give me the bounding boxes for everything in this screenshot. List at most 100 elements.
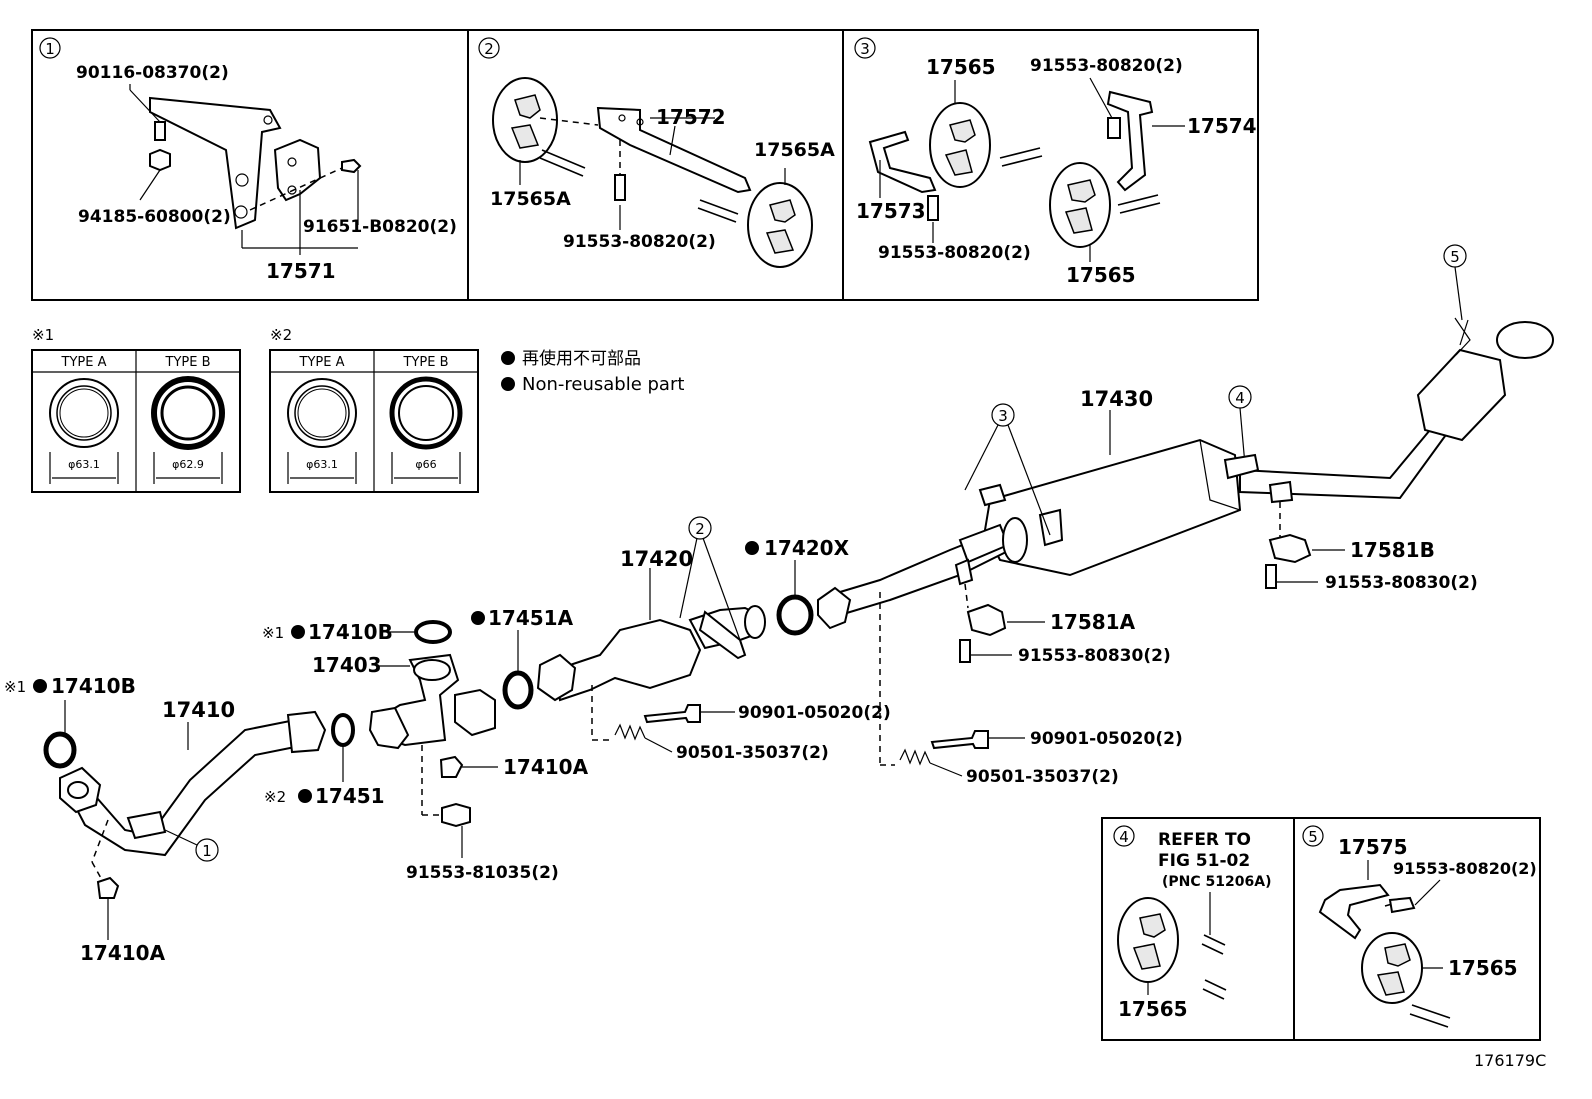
mark-17410b-left: ※1 bbox=[4, 678, 26, 696]
bolt-91553-d3-right bbox=[1107, 117, 1121, 139]
figure-id: 176179C bbox=[1474, 1051, 1546, 1070]
bracket-17571 bbox=[149, 96, 282, 230]
detail-5: 5 17575 91553-80820(2) 17565 bbox=[1302, 825, 1537, 1028]
gasket-17451a bbox=[502, 670, 534, 710]
label-17571: 17571 bbox=[266, 259, 336, 283]
label-17451: 17451 bbox=[315, 784, 385, 808]
label-17565a-left: 17565A bbox=[490, 188, 571, 210]
gasket-17410b-top bbox=[414, 620, 452, 644]
detail-4-refer-3: (PNC 51206A) bbox=[1162, 874, 1271, 890]
label-17410: 17410 bbox=[162, 698, 235, 722]
gasket-table-2: ※2 TYPE A TYPE B φ63.1 φ66 bbox=[269, 326, 479, 493]
mark-17410b-top: ※1 bbox=[262, 624, 284, 642]
callout-4-main: 4 bbox=[1235, 389, 1245, 407]
rubber-mount-17565-d3-top bbox=[929, 102, 991, 188]
bolt-91553-d2 bbox=[614, 174, 626, 201]
legend-en: Non-reusable part bbox=[522, 374, 684, 395]
bolt-17581b bbox=[1265, 564, 1277, 589]
hanger-rod-17575 bbox=[1318, 883, 1390, 940]
label-91553-80830-b: 91553-80830(2) bbox=[1325, 573, 1478, 593]
center-pipe-flange bbox=[817, 586, 852, 630]
gasket-type-b-icon bbox=[151, 376, 225, 450]
nut-17410a-mid bbox=[439, 755, 464, 778]
detail-2-number: 2 bbox=[484, 40, 494, 58]
hanger-17571 bbox=[273, 138, 322, 202]
detail-5-number: 5 bbox=[1308, 828, 1318, 846]
gasket-table-1-type-b: TYPE B bbox=[165, 355, 211, 370]
label-17581a: 17581A bbox=[1050, 610, 1136, 634]
bolt-91553-d3-left bbox=[927, 195, 939, 221]
rubber-mount-17565-d4 bbox=[1117, 897, 1179, 983]
label-17403: 17403 bbox=[312, 653, 382, 677]
label-90901-a: 90901-05020(2) bbox=[738, 703, 891, 723]
bolt-90901-b bbox=[930, 730, 989, 750]
callout-2-main: 2 bbox=[695, 520, 705, 538]
label-91553-80830-a: 91553-80830(2) bbox=[1018, 646, 1171, 666]
detail-1-number: 1 bbox=[45, 40, 55, 58]
rubber-mount-17565a-left bbox=[492, 77, 558, 163]
non-reusable-17420x-icon bbox=[745, 541, 759, 555]
nut-94185 bbox=[149, 148, 171, 172]
gasket-type-b-icon-2 bbox=[389, 376, 463, 450]
hanger-rod-17574 bbox=[1106, 90, 1154, 192]
gasket-type-a-icon bbox=[49, 378, 119, 448]
bolt-90901-a bbox=[643, 704, 701, 724]
detail-3-number: 3 bbox=[860, 40, 870, 58]
gasket-table-2-dim-b: φ66 bbox=[415, 458, 436, 471]
label-91553-d3-left: 91553-80820(2) bbox=[878, 243, 1031, 263]
gasket-table-1-mark: ※1 bbox=[32, 326, 54, 344]
non-reusable-mark-icon bbox=[501, 351, 515, 365]
legend-ja: 再使用不可部品 bbox=[522, 348, 641, 369]
gasket-table-1-type-a: TYPE A bbox=[61, 355, 107, 370]
label-17575: 17575 bbox=[1338, 835, 1408, 859]
detail-4: 4 REFER TO FIG 51-02 (PNC 51206A) 17565 bbox=[1113, 825, 1271, 1021]
label-91553-d5: 91553-80820(2) bbox=[1393, 859, 1537, 878]
detail-4-refer-1: REFER TO bbox=[1158, 830, 1251, 850]
label-17565a-right: 17565A bbox=[754, 139, 835, 161]
rubber-mount-17565-d3-bottom bbox=[1049, 162, 1111, 248]
label-91553-d2: 91553-80820(2) bbox=[563, 232, 716, 252]
bolt-91651 bbox=[341, 158, 362, 174]
label-17565-d5: 17565 bbox=[1448, 956, 1518, 980]
gasket-table-2-mark: ※2 bbox=[270, 326, 292, 344]
non-reusable-17451-icon bbox=[298, 789, 312, 803]
label-94185: 94185-60800(2) bbox=[78, 207, 231, 227]
catalytic-converter-17420 bbox=[553, 618, 702, 702]
label-91553-d3-right: 91553-80820(2) bbox=[1030, 56, 1183, 76]
non-reusable-mark-icon-2 bbox=[501, 377, 515, 391]
gasket-17410b-left bbox=[43, 731, 77, 769]
bolt-91553-81035 bbox=[441, 802, 471, 828]
detail-box-5 bbox=[1293, 817, 1541, 1041]
label-17430: 17430 bbox=[1080, 387, 1153, 411]
legend: 再使用不可部品 Non-reusable part bbox=[501, 348, 684, 395]
label-17420x: 17420X bbox=[764, 536, 850, 560]
non-reusable-17410b-top-icon bbox=[291, 625, 305, 639]
rear-silencer bbox=[1416, 348, 1507, 442]
label-17451a: 17451A bbox=[488, 606, 574, 630]
hanger-rod-17572 bbox=[596, 106, 752, 194]
hanger-rod-17573 bbox=[868, 130, 937, 194]
non-reusable-17410b-left-icon bbox=[33, 679, 47, 693]
label-17565-d3-top: 17565 bbox=[926, 55, 996, 79]
detail-3: 3 17565 17573 91553-80820(2) 91553-80820… bbox=[854, 37, 1257, 287]
spring-90501-b bbox=[899, 748, 931, 766]
bolt-91553-d5 bbox=[1388, 896, 1416, 914]
detail-2: 2 17565A 17572 91553-80820(2) 17565A bbox=[478, 37, 835, 268]
label-91553-81035: 91553-81035(2) bbox=[406, 863, 559, 883]
label-17410b-left: 17410B bbox=[51, 674, 136, 698]
non-reusable-17451a-icon bbox=[471, 611, 485, 625]
detail-box-3 bbox=[842, 29, 1259, 301]
label-17573: 17573 bbox=[856, 199, 926, 223]
mark-17451: ※2 bbox=[264, 788, 286, 806]
gasket-table-1: ※1 TYPE A TYPE B φ63.1 φ62.9 bbox=[31, 326, 241, 493]
support-17581b bbox=[1268, 533, 1312, 564]
gasket-17451 bbox=[331, 713, 355, 747]
detail-1: 1 90116-08370(2) 94185-60800(2) 91651-B0… bbox=[39, 37, 457, 283]
converter-flange bbox=[536, 653, 577, 702]
label-90501-a: 90501-35037(2) bbox=[676, 743, 829, 763]
rubber-mount-17565a-right bbox=[747, 182, 813, 268]
label-17565-d3-bottom: 17565 bbox=[1066, 263, 1136, 287]
label-17572: 17572 bbox=[656, 105, 726, 129]
gasket-table-1-dim-b: φ62.9 bbox=[172, 458, 204, 471]
